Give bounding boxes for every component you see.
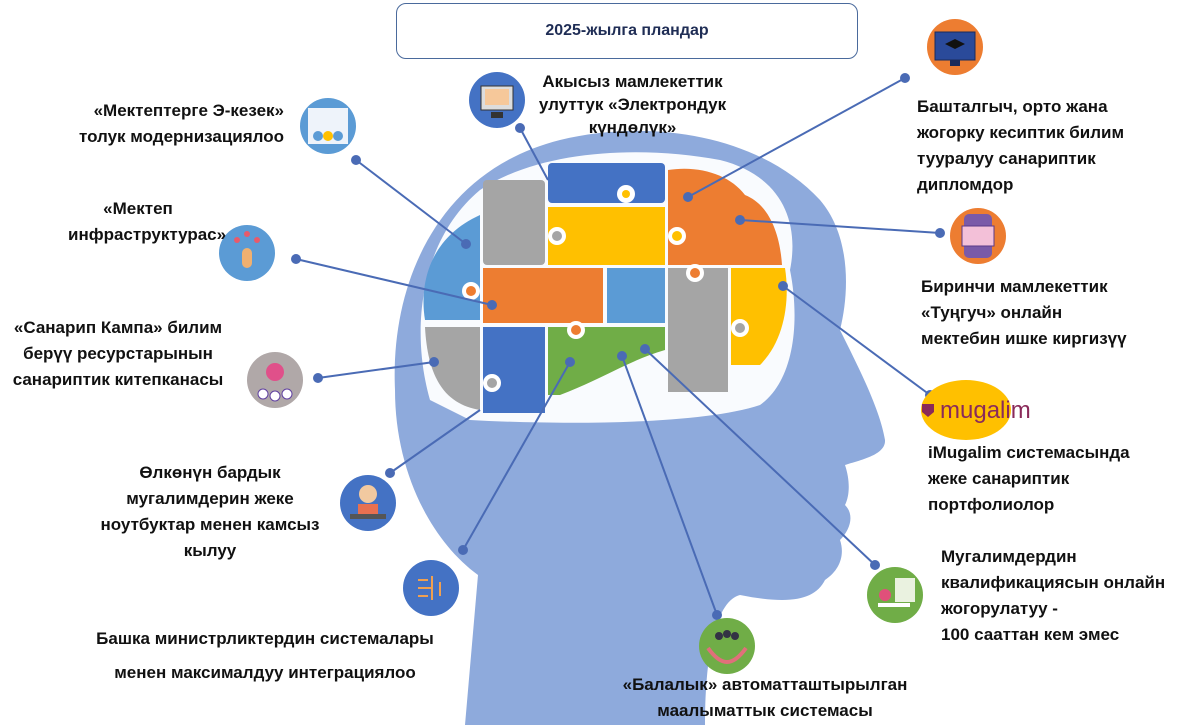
piece-lightblue-mid [607, 268, 665, 323]
piece-green [548, 327, 665, 395]
video-class-icon [300, 98, 356, 154]
label-ministry-integration: Башка министрликтердин системалары менен… [96, 629, 434, 682]
piece-gray-right [668, 268, 728, 392]
piece-gray-left-bottom [425, 327, 480, 410]
children-hands-icon [699, 618, 755, 674]
label-e-diary: Акысыз мамлекеттик улуттук «Электрондук … [538, 72, 727, 137]
label-school-infrastructure: «Мектеп инфраструктурас» [68, 199, 227, 244]
label-sanarip-kampa: «Санарип Кампа» билим берүү ресурстарыны… [12, 318, 224, 389]
label-e-queue: «Мектептерге Э-кезек» толук модернизация… [78, 101, 284, 146]
label-digital-diplomas: Башталгыч, орто жана жогорку кесиптик би… [917, 97, 1125, 194]
touch-network-icon [219, 225, 275, 281]
piece-gray-left-top [483, 180, 545, 265]
connector-lines [291, 73, 945, 620]
book-monitor-icon [469, 72, 525, 128]
svg-text:mugalim: mugalim [940, 397, 1031, 424]
piece-blue-top [548, 163, 665, 203]
mugalim-logo: mugalim [921, 380, 1031, 440]
graduation-monitor-icon [927, 19, 983, 75]
icons: mugalim [219, 19, 1031, 674]
circuit-head-icon [403, 560, 459, 616]
ebook-phone-icon [950, 208, 1006, 264]
label-teacher-qualification: Мугалимдердин квалификациясын онлайн жог… [941, 547, 1166, 644]
teacher-laptop-icon [340, 475, 396, 531]
piece-blue-bottom [483, 327, 545, 413]
label-teacher-laptops: Өлкөнүн бардык мугалимдерин жеке ноутбук… [100, 463, 320, 560]
lightbulb-people-icon [247, 352, 303, 408]
label-imugalim-portfolio: iMugalim системасында жеке санариптик по… [928, 443, 1130, 514]
piece-yellow-top [548, 207, 665, 265]
label-balalyk-system: «Балалык» автоматташтырылган маалыматтык… [622, 675, 908, 720]
piece-yellow-right [731, 268, 787, 365]
page-title: 2025-жылга пландар [396, 3, 858, 59]
piece-orange-mid [483, 268, 603, 323]
online-training-icon [867, 567, 923, 623]
label-tunguch-school: Биринчи мамлекеттик «Туңгуч» онлайн мект… [921, 277, 1127, 348]
